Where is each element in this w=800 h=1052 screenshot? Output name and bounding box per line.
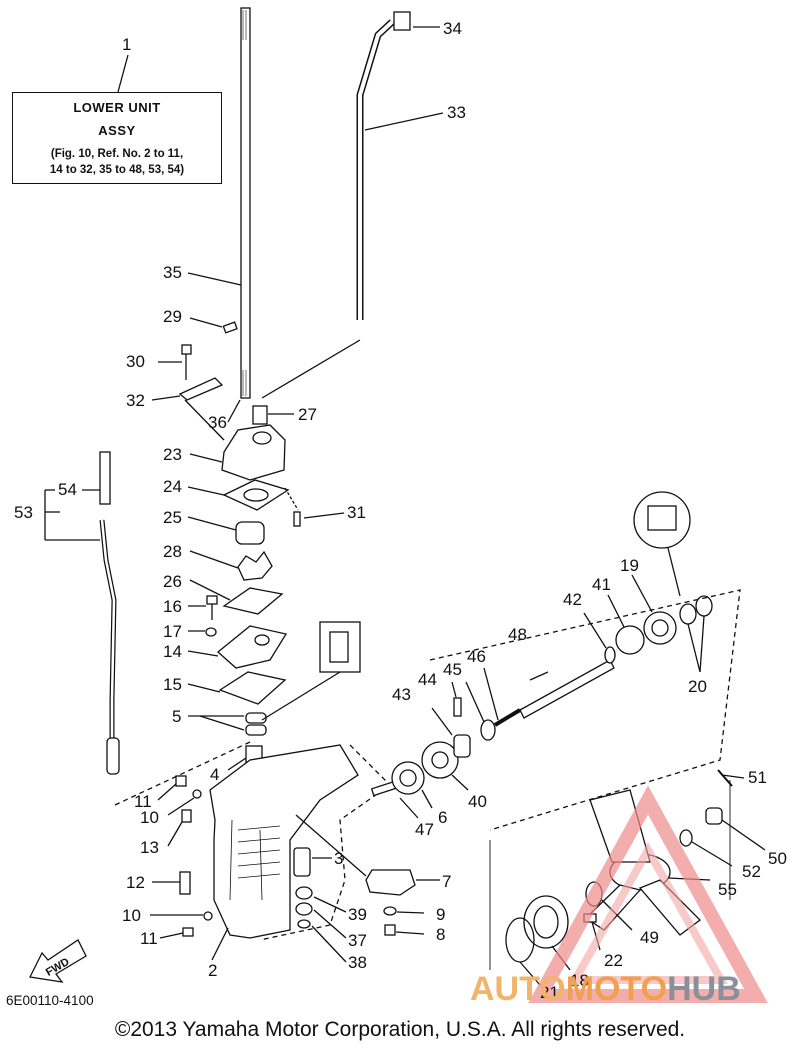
callout-12: 12 <box>126 873 145 892</box>
callout-45: 45 <box>443 660 462 679</box>
diagram-code: 6E00110-4100 <box>6 993 94 1008</box>
lower-unit-assy-box: LOWER UNIT ASSY (Fig. 10, Ref. No. 2 to … <box>12 92 222 184</box>
callout-54: 54 <box>58 480 77 499</box>
callout-21: 21 <box>540 983 559 1002</box>
callout-26: 26 <box>163 572 182 591</box>
watermark-text: AUTOMOTOHUB <box>470 970 741 1009</box>
callout-17: 17 <box>163 622 182 641</box>
watermark-part-moto: MOTO <box>565 970 668 1008</box>
callout-44: 44 <box>418 670 437 689</box>
callout-10b: 10 <box>122 906 141 925</box>
callout-13: 13 <box>140 838 159 857</box>
callout-23: 23 <box>163 445 182 464</box>
callout-34: 34 <box>443 19 462 38</box>
callout-41: 41 <box>592 575 611 594</box>
callout-33: 33 <box>447 103 466 122</box>
callout-6: 6 <box>438 808 447 827</box>
callout-10a: 10 <box>140 808 159 827</box>
callout-28: 28 <box>163 542 182 561</box>
callout-43: 43 <box>392 685 411 704</box>
callout-19: 19 <box>620 556 639 575</box>
watermark-part-hub: HUB <box>667 970 741 1008</box>
callout-38: 38 <box>348 953 367 972</box>
callout-18: 18 <box>570 971 589 990</box>
callout-29: 29 <box>163 307 182 326</box>
callout-42: 42 <box>563 590 582 609</box>
callout-11a: 11 <box>134 792 152 811</box>
watermark-part-auto: AUTO <box>470 970 566 1008</box>
callout-2: 2 <box>208 961 217 980</box>
callout-7: 7 <box>442 872 451 891</box>
callout-25: 25 <box>163 508 182 527</box>
copyright-notice: ©2013 Yamaha Motor Corporation, U.S.A. A… <box>114 1018 686 1041</box>
callout-51: 51 <box>748 768 767 787</box>
callout-50: 50 <box>768 849 787 868</box>
callout-15: 15 <box>163 675 182 694</box>
callout-39: 39 <box>348 905 367 924</box>
callout-24: 24 <box>163 477 182 496</box>
callout-52: 52 <box>742 862 761 881</box>
callout-9: 9 <box>436 905 445 924</box>
callout-27: 27 <box>298 405 317 424</box>
box-ref-line-2: 14 to 32, 35 to 48, 53, 54) <box>49 164 185 176</box>
callout-37: 37 <box>348 931 367 950</box>
callout-30: 30 <box>126 352 145 371</box>
callout-31: 31 <box>347 503 366 522</box>
callout-4: 4 <box>210 765 219 784</box>
callout-3: 3 <box>334 849 343 868</box>
callout-49: 49 <box>640 928 659 947</box>
callout-16: 16 <box>163 597 182 616</box>
callout-8: 8 <box>436 925 445 944</box>
callout-14: 14 <box>163 642 182 661</box>
callout-35: 35 <box>163 263 182 282</box>
callout-48: 48 <box>508 625 527 644</box>
callout-11b: 11 <box>140 929 158 948</box>
callout-5: 5 <box>172 707 181 726</box>
box-title: LOWER UNIT <box>73 100 161 115</box>
box-subtitle: ASSY <box>98 123 136 138</box>
callout-55: 55 <box>718 880 737 899</box>
callout-53: 53 <box>14 503 33 522</box>
callout-40: 40 <box>468 792 487 811</box>
callout-20: 20 <box>688 677 707 696</box>
callout-1: 1 <box>122 35 131 54</box>
watermark-logo-icon <box>528 785 768 1003</box>
callout-46: 46 <box>467 647 486 666</box>
callout-36: 36 <box>208 413 227 432</box>
box-ref-line-1: (Fig. 10, Ref. No. 2 to 11, <box>50 148 184 160</box>
callout-22: 22 <box>604 951 623 970</box>
callout-47: 47 <box>415 820 434 839</box>
callout-32: 32 <box>126 391 145 410</box>
